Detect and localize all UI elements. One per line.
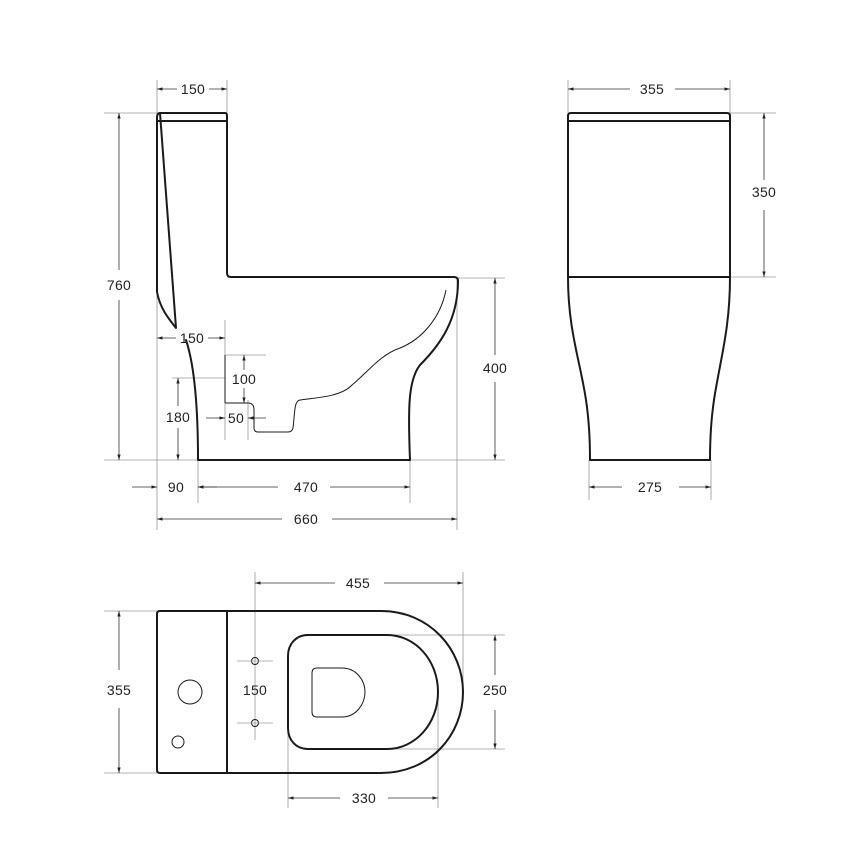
dim-seat-height: 400 bbox=[483, 360, 507, 376]
dim-outlet-width: 50 bbox=[228, 410, 244, 426]
dim-tank-depth: 150 bbox=[181, 81, 205, 97]
top-seat-outline bbox=[287, 634, 439, 750]
top-bowl-opening bbox=[311, 667, 366, 718]
top-view: 455 355 150 250 330 bbox=[104, 572, 507, 808]
front-tank-outline bbox=[567, 112, 731, 278]
dim-seat-width: 250 bbox=[483, 682, 507, 698]
flush-button-large-icon bbox=[177, 679, 203, 705]
dim-total-length: 660 bbox=[294, 511, 318, 527]
dim-base-rear-offset: 90 bbox=[168, 479, 184, 495]
dim-base-length: 470 bbox=[294, 479, 318, 495]
flush-button-small-icon bbox=[171, 735, 185, 749]
dim-bolt-spacing: 150 bbox=[243, 682, 267, 698]
dim-total-height: 760 bbox=[107, 277, 131, 293]
dim-outlet-floor-height: 180 bbox=[166, 409, 190, 425]
side-bowl-inner bbox=[225, 289, 447, 433]
dim-seat-length: 330 bbox=[352, 790, 376, 806]
top-outline bbox=[156, 610, 464, 774]
dim-front-base-width: 275 bbox=[638, 479, 662, 495]
side-tank-outline bbox=[156, 112, 459, 461]
front-view: 355 350 275 bbox=[567, 80, 776, 500]
dim-front-top-width: 355 bbox=[640, 81, 664, 97]
dim-top-total-width: 355 bbox=[107, 682, 131, 698]
dim-outlet-height: 100 bbox=[232, 371, 256, 387]
dim-rear-offset: 150 bbox=[180, 330, 204, 346]
front-body-outline bbox=[567, 276, 731, 461]
dim-bowl-length: 455 bbox=[346, 575, 370, 591]
side-view: 150 760 150 100 180 50 400 90 470 bbox=[104, 80, 507, 530]
dim-front-tank-height: 350 bbox=[752, 184, 776, 200]
